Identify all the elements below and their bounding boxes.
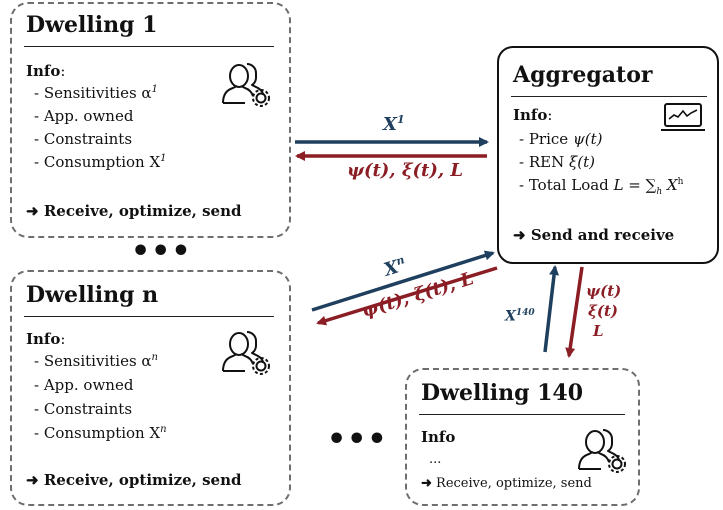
dwelling-1-box: Dwelling 1 Info: - Sensitivities α1 - Ap… bbox=[10, 2, 291, 238]
dwelling-140-info-label: Info bbox=[421, 428, 456, 446]
dwelling-140-box: Dwelling 140 Info ... ➜ Receive, optimiz… bbox=[405, 368, 640, 506]
users-gear-icon bbox=[219, 58, 277, 112]
arrow-signals-to-dwelling140 bbox=[565, 266, 584, 358]
dwelling-140-footer: ➜ Receive, optimize, send bbox=[421, 476, 592, 491]
arrow-xn-to-aggregator bbox=[311, 250, 495, 312]
dwelling-140-title: Dwelling 140 bbox=[421, 380, 584, 406]
users-gear-icon bbox=[219, 326, 277, 380]
dwelling-1-rule bbox=[24, 46, 274, 47]
laptop-chart-icon bbox=[659, 102, 707, 138]
dwelling-ellipsis-vertical: ••• bbox=[131, 234, 192, 269]
dwelling-n-consumption: - Consumption Xn bbox=[34, 424, 167, 442]
dwelling-n-app-owned: - App. owned bbox=[34, 376, 134, 394]
aggregator-ren: - REN ξ(t) bbox=[519, 153, 595, 171]
label-signals-dwelling1: ψ(t), ξ(t), L bbox=[347, 160, 464, 181]
dwelling-n-box: Dwelling n Info: - Sensitivities αn - Ap… bbox=[10, 270, 291, 506]
aggregator-total-load: - Total Load L = ∑h Xh bbox=[519, 176, 684, 197]
aggregator-rule bbox=[511, 96, 707, 97]
aggregator-box: Aggregator Info: - Price ψ(t) - REN ξ(t)… bbox=[497, 46, 719, 264]
label-x140: X140 bbox=[505, 308, 535, 325]
dwelling-1-title: Dwelling 1 bbox=[26, 12, 158, 38]
dwelling-n-sensitivities: - Sensitivities αn bbox=[34, 352, 158, 370]
arrow-right-icon: ➜ bbox=[513, 226, 526, 244]
aggregator-title: Aggregator bbox=[513, 62, 653, 88]
users-gear-icon bbox=[575, 424, 633, 478]
arrow-signals-to-dwellingn bbox=[316, 266, 498, 326]
dwelling-n-title: Dwelling n bbox=[26, 282, 159, 308]
dwelling-n-constraints: - Constraints bbox=[34, 400, 133, 418]
dwelling-1-consumption: - Consumption X1 bbox=[34, 153, 167, 171]
dwelling-n-info-label: Info: bbox=[26, 330, 66, 348]
label-down-xi: ξ(t) bbox=[588, 302, 619, 320]
dwelling-1-constraints: - Constraints bbox=[34, 130, 133, 148]
dwelling-n-rule bbox=[24, 316, 274, 317]
label-down-psi: ψ(t) bbox=[586, 282, 622, 300]
dwelling-1-app-owned: - App. owned bbox=[34, 107, 134, 125]
dwelling-140-rule bbox=[419, 414, 625, 415]
arrow-right-icon: ➜ bbox=[26, 202, 39, 220]
dwelling-n-footer: ➜ Receive, optimize, send bbox=[26, 471, 242, 489]
dwelling-ellipsis-horizontal: ••• bbox=[327, 422, 388, 457]
dwelling-140-ellipsis-item: ... bbox=[429, 452, 442, 467]
arrow-x140-to-aggregator bbox=[543, 265, 560, 353]
dwelling-1-footer: ➜ Receive, optimize, send bbox=[26, 202, 242, 220]
aggregator-price: - Price ψ(t) bbox=[519, 130, 603, 148]
label-down-l: L bbox=[593, 322, 604, 340]
aggregator-footer: ➜ Send and receive bbox=[513, 226, 675, 244]
arrow-right-icon: ➜ bbox=[421, 476, 432, 491]
arrow-right-icon: ➜ bbox=[26, 471, 39, 489]
dwelling-1-sensitivities: - Sensitivities α1 bbox=[34, 84, 158, 102]
aggregator-info-label: Info: bbox=[513, 106, 553, 124]
label-x1: X1 bbox=[383, 113, 405, 135]
dwelling-1-info-label: Info: bbox=[26, 62, 66, 80]
